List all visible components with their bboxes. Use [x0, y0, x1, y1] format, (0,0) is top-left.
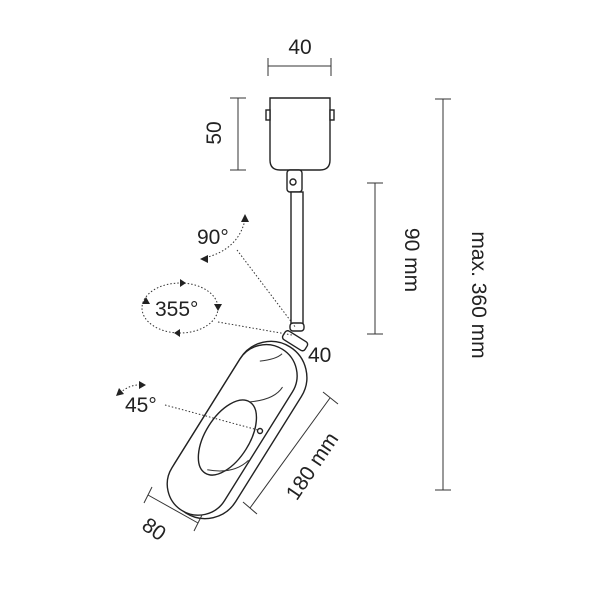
rotation-angle-indicator: 355° [141, 279, 293, 337]
lamp-head [166, 330, 309, 520]
max-height-label: max. 360 mm [467, 231, 490, 358]
head-width-label: 80 [138, 514, 170, 546]
stem [286, 169, 305, 332]
canopy-height-dimension: 50 [203, 97, 246, 171]
max-height-dimension: max. 360 mm [435, 98, 490, 491]
lens-tilt-indicator: 45° [116, 381, 259, 431]
joint-width-label: 40 [308, 344, 331, 367]
tilt-angle-label: 90° [197, 226, 229, 249]
canopy [265, 97, 335, 171]
head-length-label: 180 mm [282, 428, 343, 504]
stem-length-label: 90 mm [400, 228, 423, 292]
canopy-width-label: 40 [288, 36, 311, 59]
rotation-angle-label: 355° [155, 298, 198, 321]
tilt-angle-indicator: 90° [197, 214, 297, 329]
canopy-height-label: 50 [203, 121, 226, 144]
canopy-width-dimension: 40 [267, 36, 332, 76]
stem-length-dimension: 90 mm [367, 182, 423, 335]
lens-tilt-label: 45° [125, 394, 157, 417]
